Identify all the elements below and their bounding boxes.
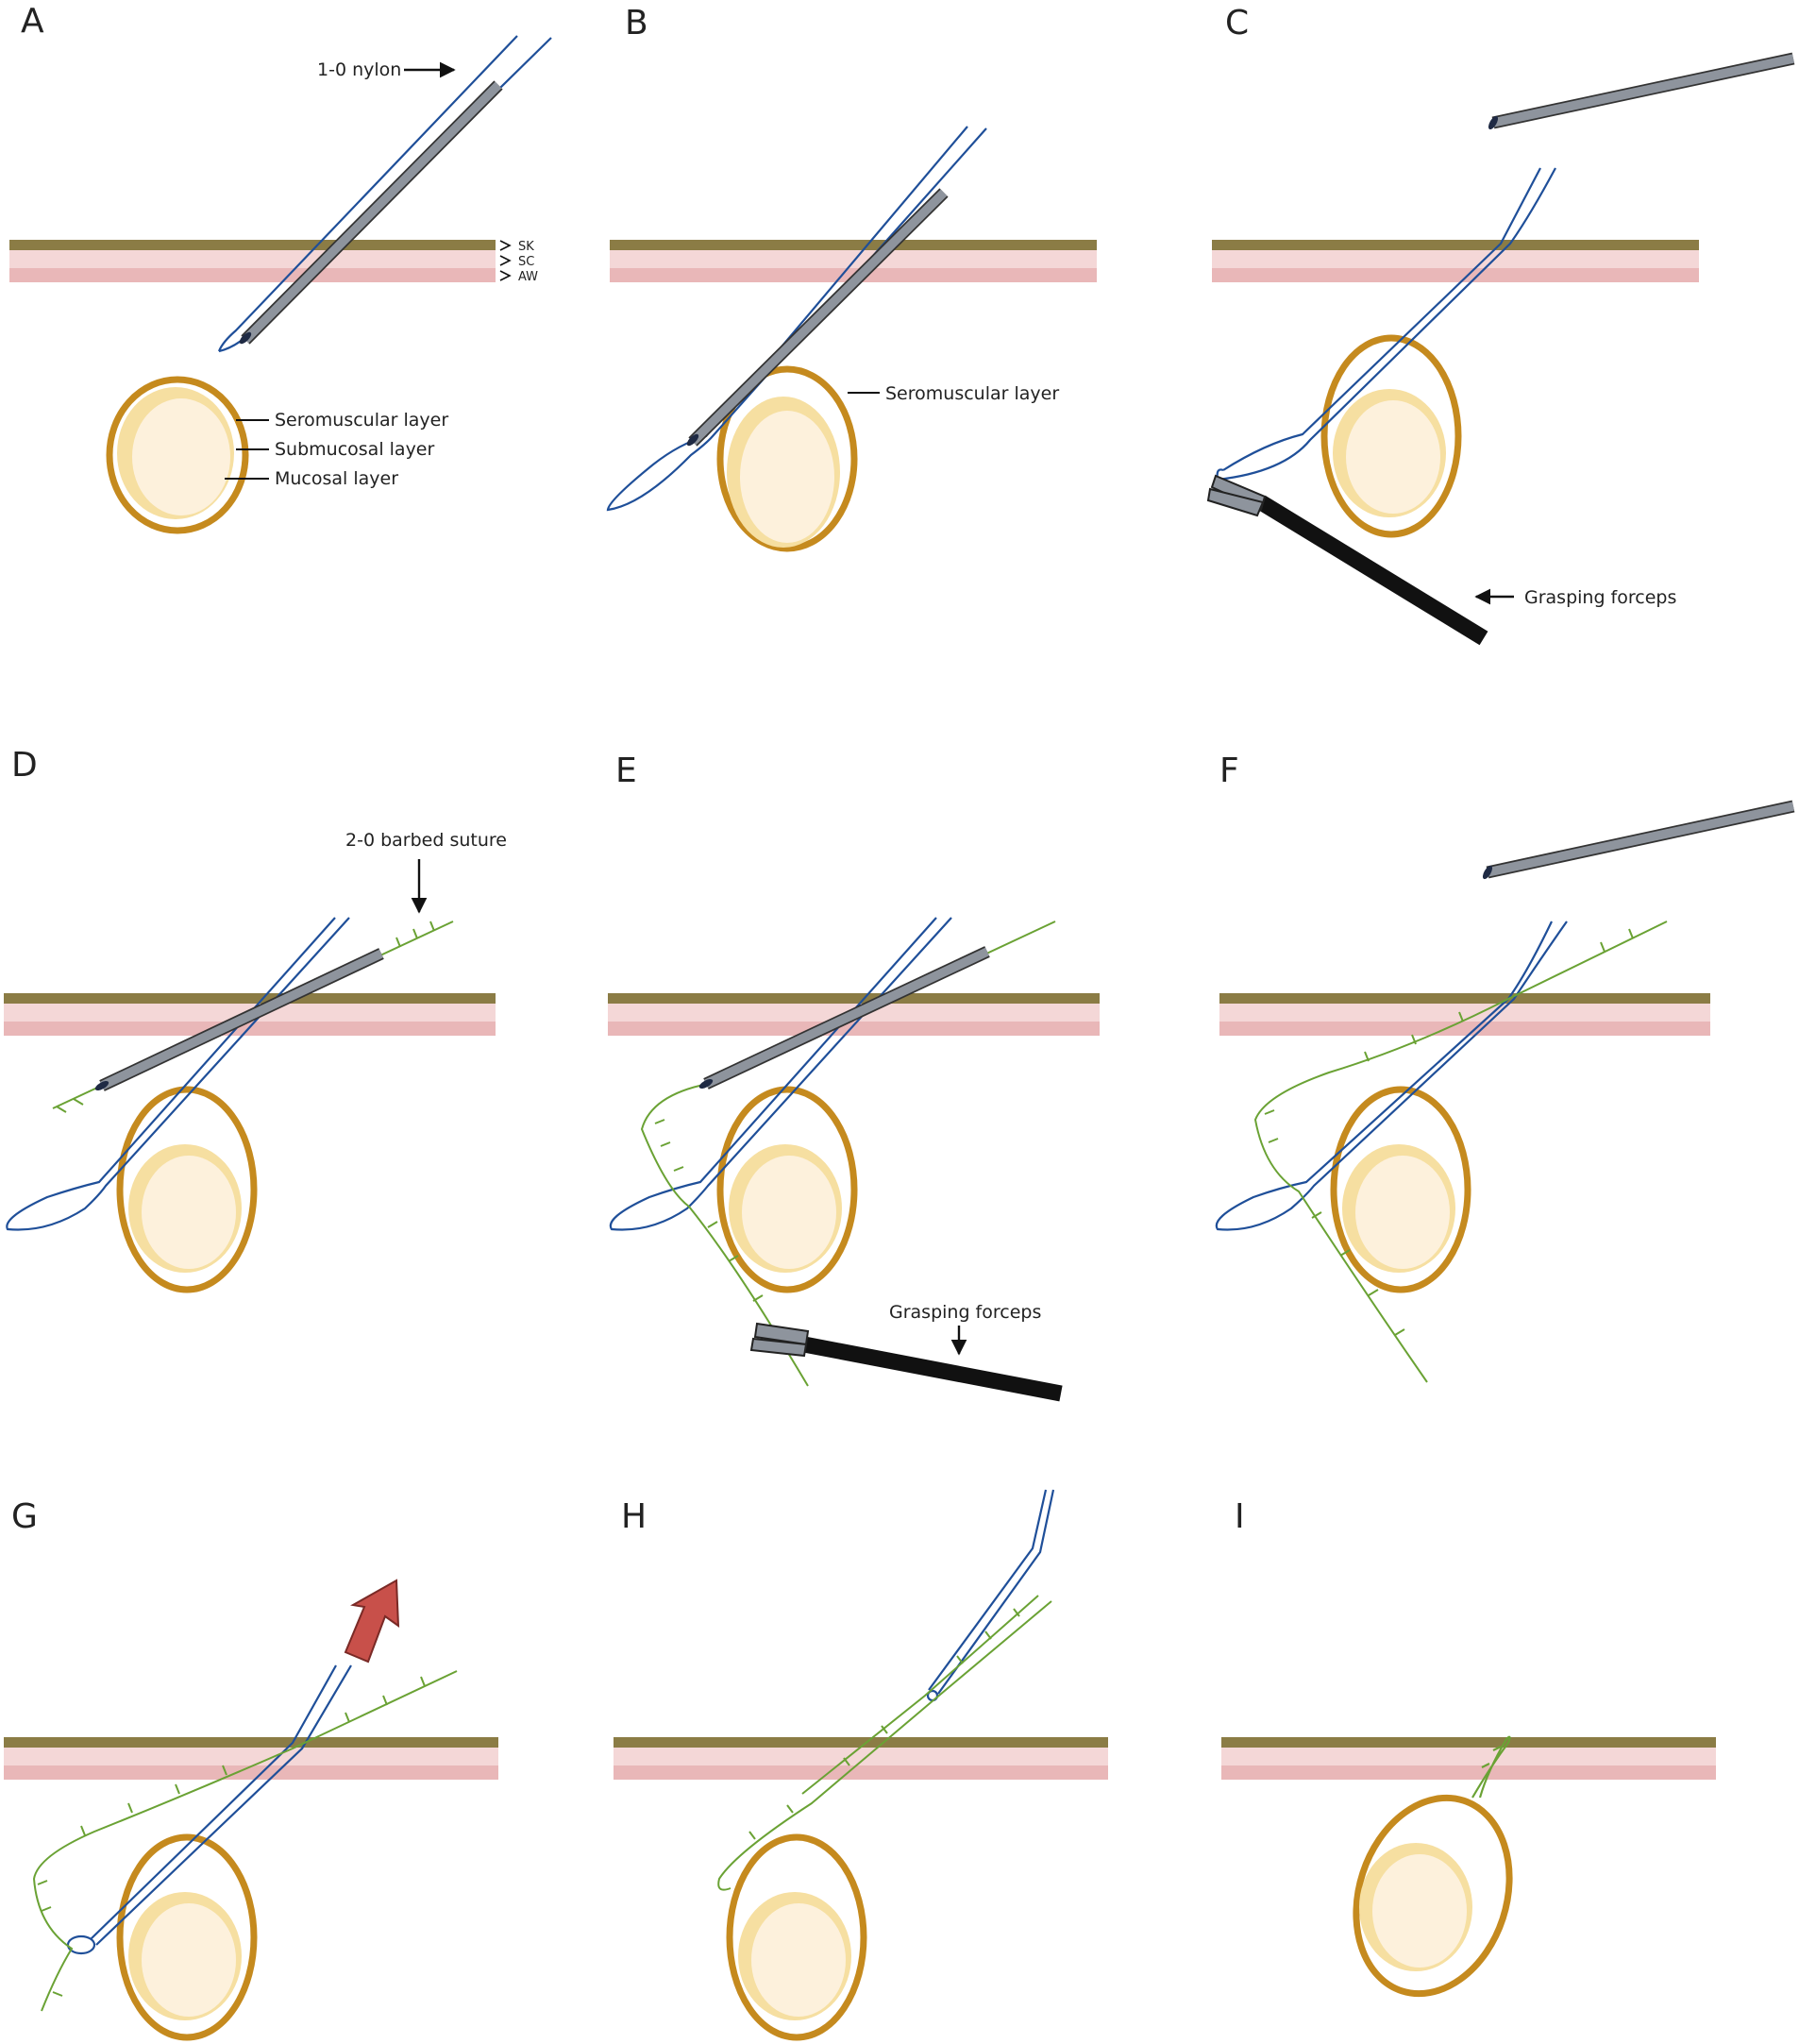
- abdominal-wall-layers: [4, 1737, 498, 1780]
- seromuscular-layer-label: Seromuscular layer: [885, 383, 1059, 404]
- panel-letter-d: D: [11, 746, 38, 785]
- grasping-forceps: [749, 1322, 1063, 1402]
- abdominal-wall-layers: [614, 1737, 1108, 1780]
- withdrawn-needle: [1482, 800, 1795, 880]
- panel-letter-i: I: [1235, 1497, 1245, 1536]
- bowel-loop-tethered: [1353, 1794, 1513, 1998]
- bowel-loop: [716, 1086, 858, 1293]
- abdominal-wall-layers: [1221, 1737, 1716, 1780]
- panel-letter-g: G: [11, 1497, 38, 1536]
- panel-h: H: [614, 1489, 1108, 2041]
- panel-b: B Seromuscular layer: [606, 4, 1097, 552]
- spinal-needle: [698, 946, 990, 1090]
- spinal-needle: [239, 80, 503, 345]
- withdrawn-needle: [1488, 52, 1795, 130]
- panel-letter-c: C: [1225, 4, 1249, 42]
- panel-letter-h: H: [621, 1497, 647, 1536]
- panel-g: G: [4, 1497, 498, 2041]
- barbed-suture-knot: [1471, 1735, 1511, 1799]
- nylon-suture: [1216, 167, 1556, 481]
- layer-brackets: [499, 240, 512, 281]
- mucosal-layer-label: Mucosal layer: [275, 468, 398, 489]
- barbed-suture-label: 2-0 barbed suture: [345, 830, 507, 851]
- pull-direction-arrow: [344, 1579, 400, 1664]
- bowel-loop: [716, 365, 858, 552]
- nylon-suture: [609, 917, 952, 1231]
- panel-i: I: [1221, 1497, 1716, 1998]
- barbed-suture: [717, 1595, 1052, 1891]
- panel-letter-a: A: [21, 2, 44, 41]
- panel-letter-f: F: [1219, 752, 1239, 790]
- grasping-forceps: [1206, 474, 1488, 646]
- forceps-label: Grasping forceps: [889, 1302, 1041, 1323]
- abdominal-wall-layers: [1219, 993, 1710, 1036]
- bowel-loop: [116, 1086, 258, 1293]
- nylon-suture: [6, 917, 350, 1231]
- barbed-suture: [640, 921, 1056, 1387]
- abdominal-wall-layers: [1212, 240, 1699, 282]
- panel-c: C Grasping forceps: [1206, 4, 1795, 646]
- bowel-loop: [726, 1833, 867, 2041]
- seromuscular-layer-label: Seromuscular layer: [275, 410, 448, 431]
- bowel-loop: [1320, 334, 1462, 538]
- spinal-needle: [686, 188, 949, 447]
- panel-e: E Grasping forceps: [608, 752, 1100, 1402]
- nylon-label: 1-0 nylon: [317, 59, 401, 80]
- forceps-label: Grasping forceps: [1524, 587, 1676, 608]
- spinal-needle: [94, 948, 384, 1091]
- aw-label: AW: [518, 270, 538, 284]
- nylon-suture: [926, 1489, 1055, 1702]
- layer-pointers: [225, 419, 269, 480]
- bowel-loop: [106, 376, 249, 534]
- panel-letter-b: B: [625, 4, 648, 42]
- barbed-suture: [32, 1670, 458, 2012]
- panel-letter-e: E: [615, 752, 637, 790]
- sk-label: SK: [518, 240, 534, 254]
- sc-label: SC: [518, 255, 534, 269]
- barbed-suture: [1253, 921, 1668, 1383]
- abdominal-wall-layers: [9, 240, 496, 282]
- bowel-loop: [116, 1833, 258, 2041]
- panel-f: F: [1215, 752, 1795, 1383]
- panel-a: A SK SC AW Seromuscular layer Submucosal…: [9, 2, 552, 534]
- panel-d: D 2-0 barbed suture: [4, 746, 507, 1293]
- submucosal-layer-label: Submucosal layer: [275, 439, 435, 460]
- nylon-suture: [606, 126, 987, 512]
- bowel-loop: [1330, 1086, 1471, 1293]
